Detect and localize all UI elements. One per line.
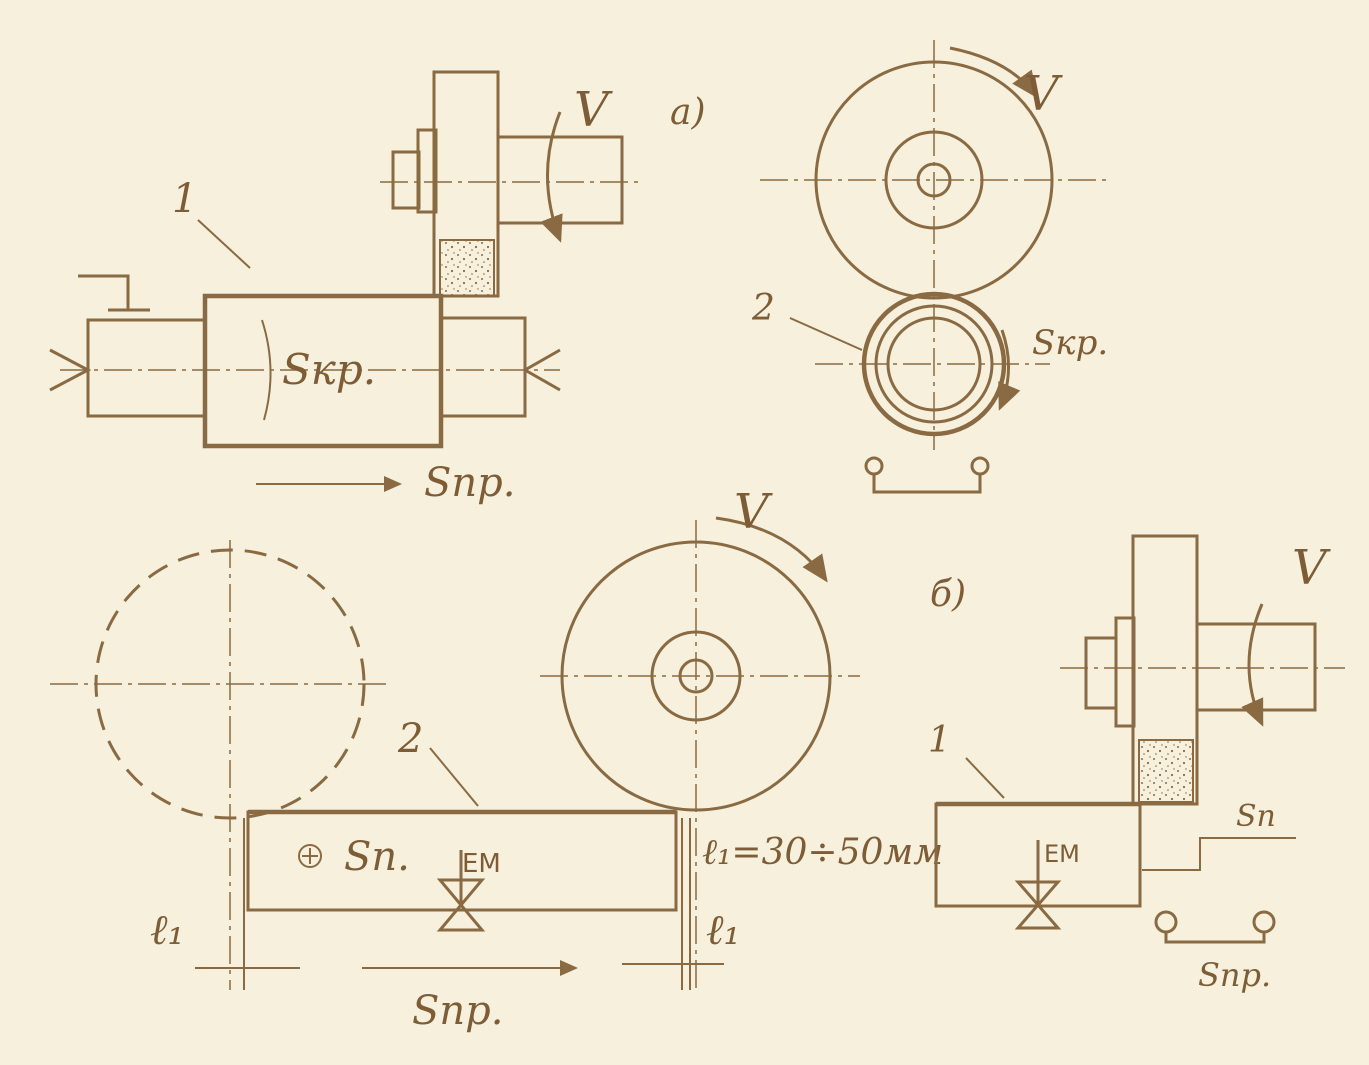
view-a-front: 1 V Sкр. Sпр. а) (49, 70, 706, 506)
wheel-grit-zone-b (1138, 739, 1194, 803)
view-a-caption: а) (670, 92, 706, 133)
gap-formula-label: ℓ₁=30÷50мм (702, 832, 943, 873)
infeed-step-line-b (1142, 837, 1296, 871)
view-b: б) V 1 ЕМ Sп Sпр. (928, 534, 1345, 994)
workpiece-rotation-arrow-a (261, 319, 272, 421)
part-number-label-side-a: 2 (751, 288, 775, 329)
velocity-label-a: V (574, 82, 613, 138)
wheel-rotation-arrow-b (1241, 603, 1264, 727)
wheel-spindle-b (1195, 622, 1317, 712)
part-number-label-b: 1 (928, 720, 951, 761)
wheel-rotation-arrow-a (540, 111, 563, 243)
velocity-label-flat: V (734, 484, 773, 540)
view-a-side: V 2 Sкр. (751, 40, 1110, 494)
velocity-label-side-a: V (1024, 66, 1063, 122)
electromagnet-symbol-b (1014, 840, 1062, 930)
electromagnet-symbol-flat (436, 850, 486, 932)
wheel-rotation-arrow-side-a (949, 46, 1038, 99)
cross-feed-label-side-a: Sкр. (1032, 323, 1108, 363)
electromagnet-label-flat: ЕМ (462, 849, 501, 879)
part-number-label-flat: 2 (397, 716, 423, 762)
wheel-grit-zone-a (439, 239, 495, 297)
gap-label-left: ℓ₁ (150, 905, 184, 954)
part-number-label-a: 1 (172, 176, 197, 222)
wheel-spindle-a (496, 135, 624, 225)
infeed-label-flat: Sп. (344, 834, 410, 880)
electromagnet-label-b: ЕМ (1044, 840, 1080, 868)
velocity-label-b: V (1292, 540, 1331, 596)
long-feed-label-flat: Sпр. (412, 988, 503, 1034)
workpiece-rotation-arrow-side-a (998, 329, 1021, 411)
long-feed-label-a: Sпр. (424, 460, 515, 506)
long-feed-label-b: Sпр. (1198, 956, 1271, 994)
wheel-rotation-arrow-flat (715, 516, 828, 583)
infeed-label-b: Sп (1236, 799, 1276, 834)
right-spindle-a (439, 316, 527, 418)
cross-feed-label-a: Sкр. (282, 345, 376, 394)
wheel-nut-a (391, 150, 421, 210)
view-b-caption: б) (930, 574, 966, 615)
view-flat: 2 V Sп. ЕМ Sпр. ℓ₁ ℓ₁ ℓ₁=30÷50мм (50, 484, 943, 1034)
wheel-nut-b (1084, 636, 1118, 710)
gap-label-right: ℓ₁ (706, 905, 740, 954)
left-spindle-a (86, 318, 207, 418)
